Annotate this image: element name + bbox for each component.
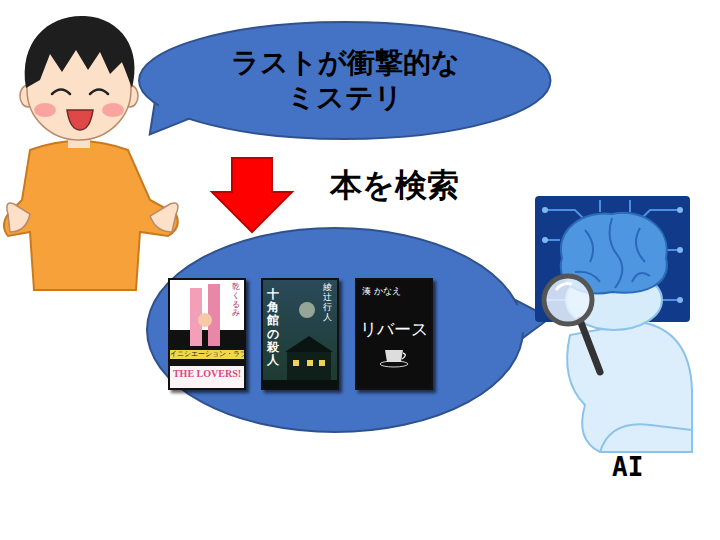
person-illustration-part <box>67 110 93 130</box>
person-illustration-part <box>150 203 178 232</box>
book-cover: 綾辻行人 十角館の殺人 <box>261 278 339 390</box>
speech-text: ラストが衝撃的な ミステリ <box>210 45 480 115</box>
person-illustration-part <box>4 141 178 290</box>
result-bubble-part <box>147 228 523 432</box>
cover-art-part <box>402 353 405 359</box>
ai-illustration-part <box>542 237 548 243</box>
bubble-tail-patch <box>154 95 196 131</box>
person-illustration-part <box>90 90 108 95</box>
cover-art-part <box>319 360 325 366</box>
action-label: 本を検索 <box>330 164 459 208</box>
ai-illustration-part <box>600 424 692 452</box>
cover-art-part <box>263 380 337 388</box>
cover-art-part <box>198 313 212 327</box>
author-name: 湊 かなえ <box>362 285 401 298</box>
person-illustration-part <box>34 103 56 117</box>
author-name: 綾辻行人 <box>323 283 332 323</box>
bubble-ellipse <box>139 22 551 139</box>
person-illustration-part <box>7 203 30 232</box>
ai-illustration-part <box>677 297 683 303</box>
ai-illustration-part <box>677 207 683 213</box>
ai-illustration-part <box>677 247 683 253</box>
person-illustration <box>4 16 178 290</box>
ai-label: AI <box>612 452 643 482</box>
book-subtitle: THE LOVERS! <box>170 368 244 379</box>
ai-illustration-part <box>544 276 592 324</box>
down-arrow <box>212 158 292 232</box>
cover-art-part <box>285 336 333 352</box>
ai-illustration-part <box>575 218 650 288</box>
cover-art-part <box>293 360 299 366</box>
book-title: イニシエーション・ラブ <box>170 350 244 359</box>
ai-illustration-part <box>542 207 548 213</box>
ai-illustration <box>535 196 692 452</box>
person-illustration-part <box>25 16 135 88</box>
book-cover: 乾くるみイニシエーション・ラブ THE LOVERS! <box>168 278 246 390</box>
ai-illustration-part <box>545 200 680 300</box>
down-arrow-part <box>212 158 292 232</box>
cover-art-part <box>299 302 315 318</box>
cover-art-part <box>307 360 313 366</box>
cover-art-part <box>385 350 403 362</box>
book-title: 十角館の殺人 <box>267 288 279 367</box>
cover-art-part <box>170 366 244 388</box>
person-illustration-part <box>102 103 124 117</box>
speech-bubble: ラストが衝撃的な ミステリ <box>137 20 553 141</box>
author-name: 乾くるみ <box>232 283 240 318</box>
ai-illustration-part <box>556 284 572 290</box>
result-bubble <box>147 228 550 432</box>
book-title: リバース <box>357 318 431 341</box>
book-cover: 湊 かなえリバース <box>355 278 433 390</box>
cover-art-part <box>170 330 244 366</box>
person-illustration-part <box>52 90 70 95</box>
bubble-outline <box>137 20 553 141</box>
ai-illustration-part <box>580 320 600 372</box>
